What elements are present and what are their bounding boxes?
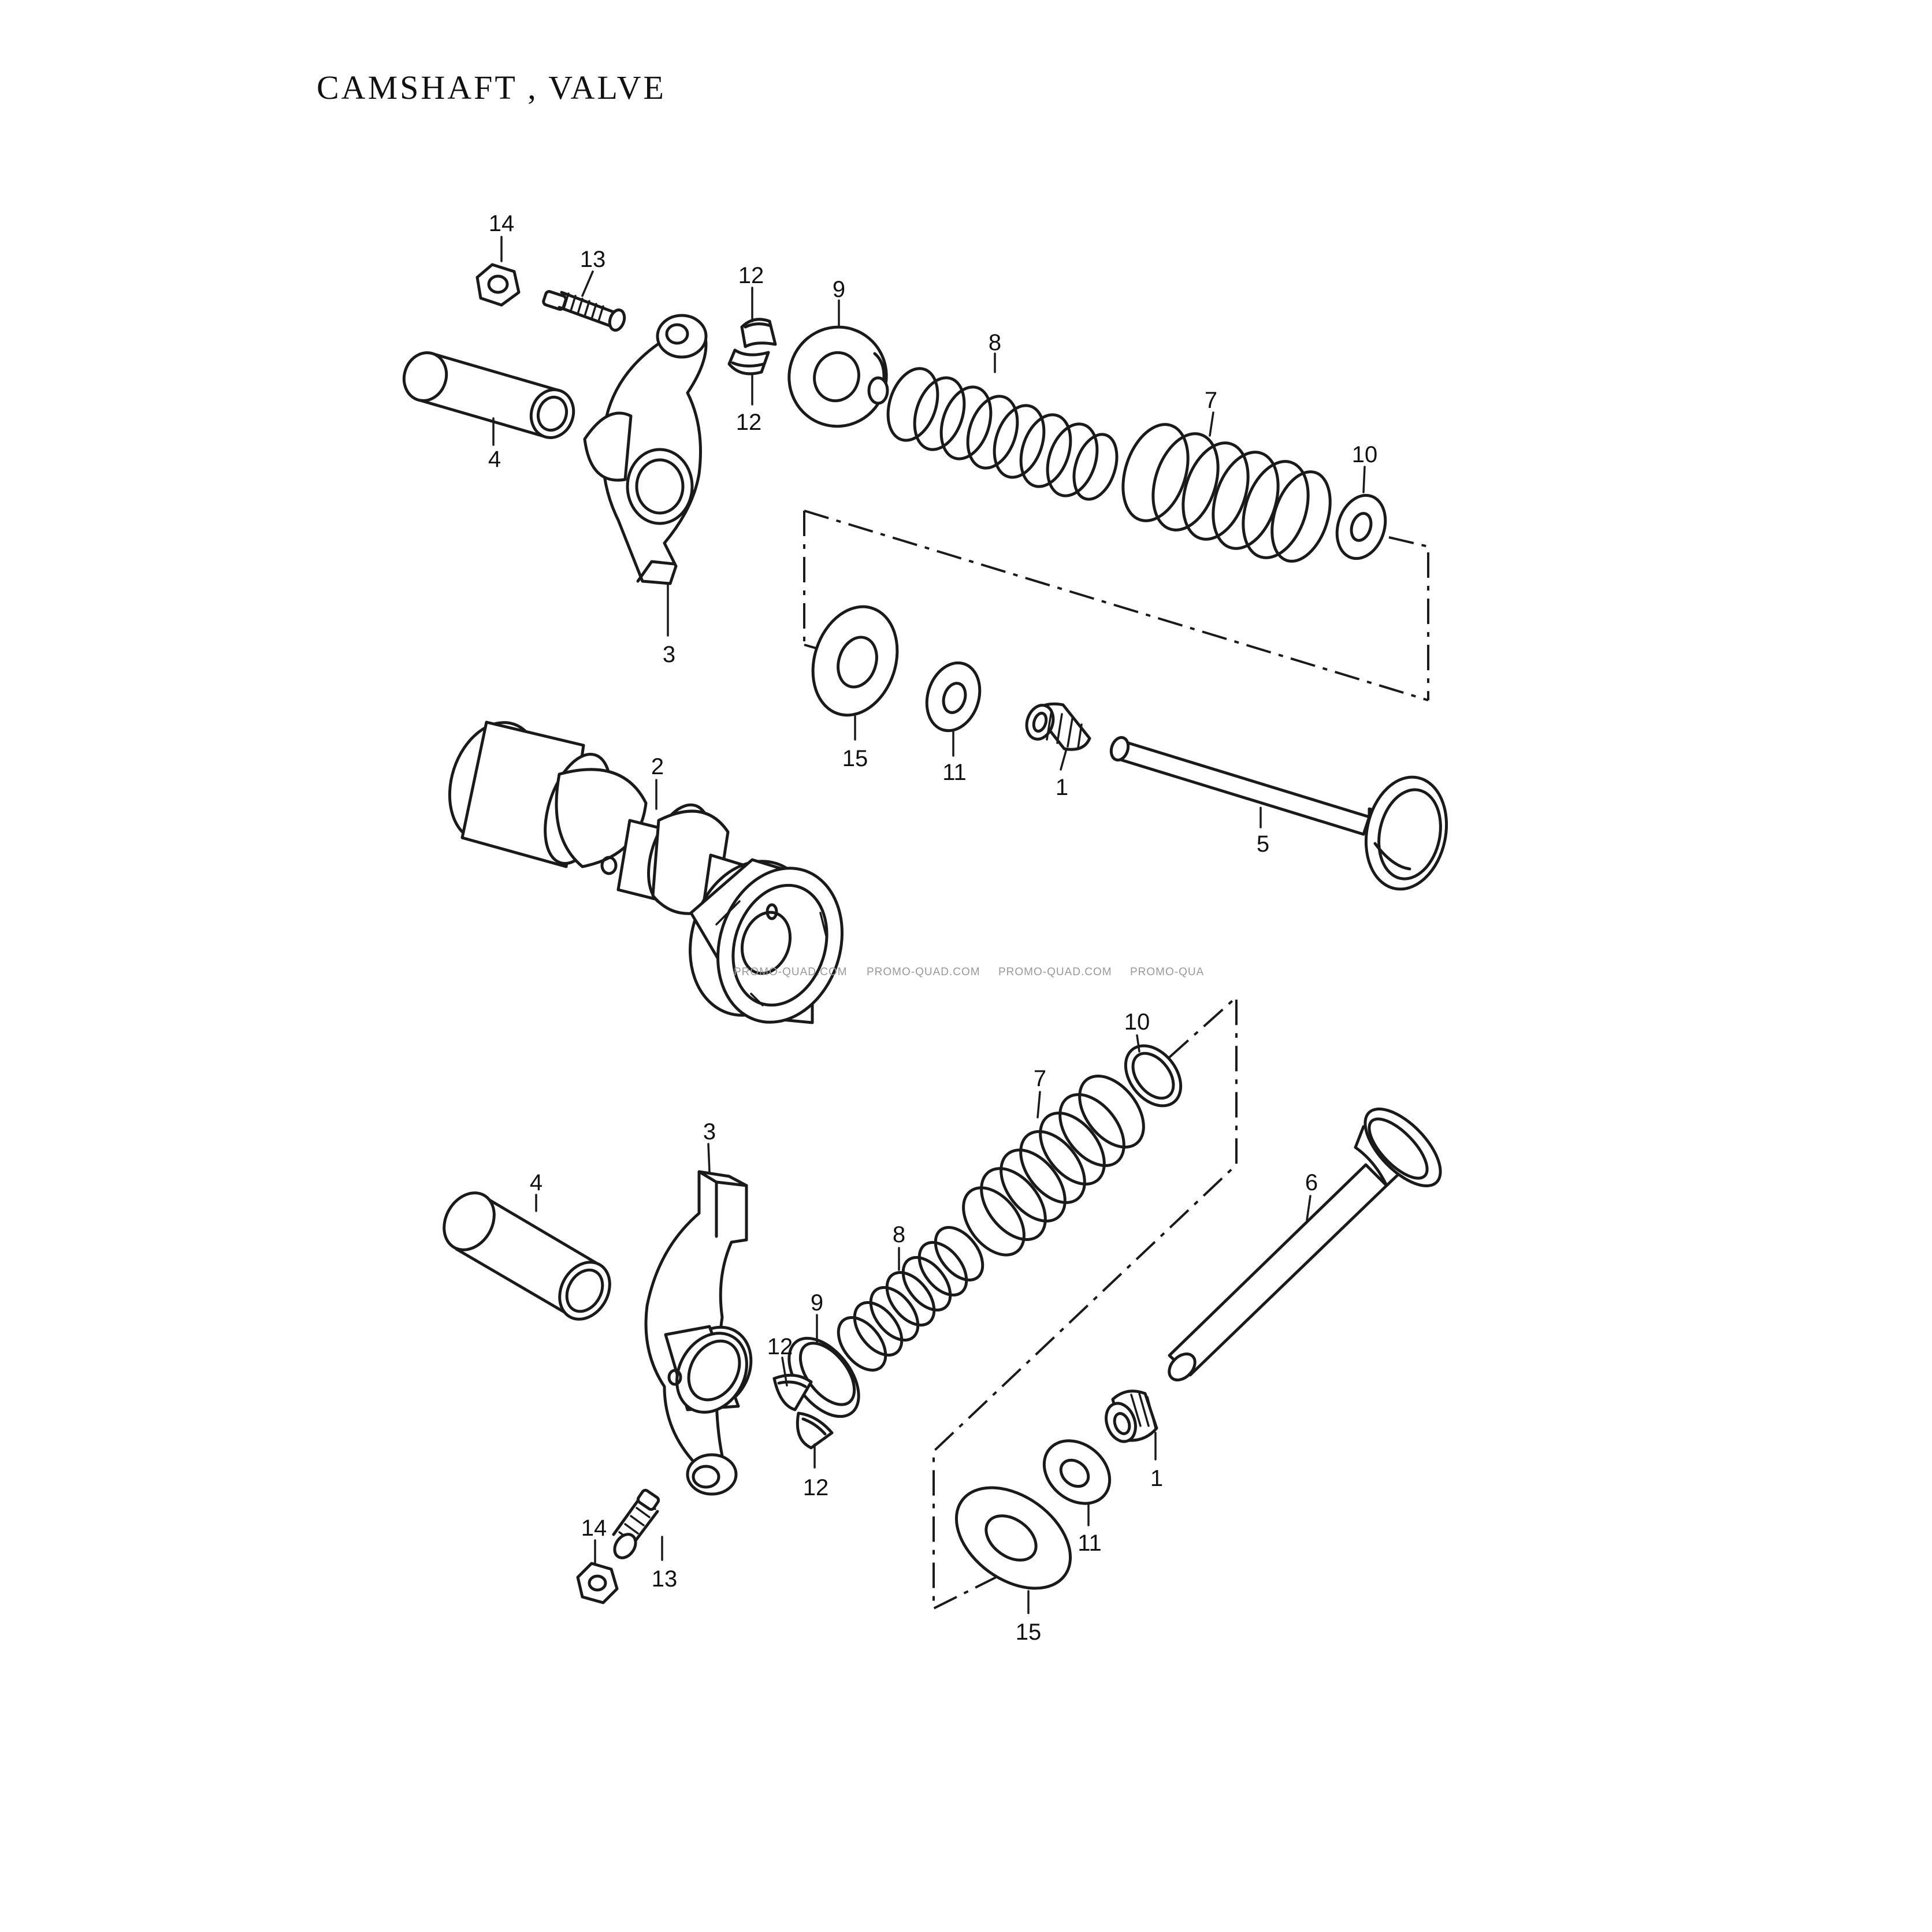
callout-lower-12b: 12: [803, 1475, 829, 1500]
callout-upper-12b: 12: [736, 410, 762, 435]
upper-valve-cotter-12a: [740, 318, 777, 348]
callout-upper-3: 3: [663, 642, 675, 667]
callout-lower-1: 1: [1150, 1466, 1163, 1491]
watermark-text-1: PROMO-QUAD.COM: [734, 966, 848, 978]
callout-upper-5: 5: [1257, 831, 1269, 857]
callout-camshaft-2: 2: [651, 754, 664, 779]
callout-lower-7: 7: [1034, 1066, 1046, 1091]
watermark-text-2: PROMO-QUAD.COM: [867, 966, 980, 978]
callout-upper-7: 7: [1205, 388, 1217, 413]
lower-valve-cotter-12a: [772, 1373, 813, 1411]
callout-upper-4: 4: [488, 447, 501, 472]
callout-numbers: 14 13 12 12 9 8 7 10 4 3 15 11 1 5 2 10 …: [488, 211, 1377, 1645]
camshaft-2: [448, 720, 844, 1024]
watermark-strip: PROMO-QUAD.COM PROMO-QUAD.COM PROMO-QUAD…: [734, 966, 1204, 978]
callout-lower-10: 10: [1124, 1009, 1150, 1035]
lower-assembly-dash-line: [932, 994, 1238, 1611]
upper-nut-14: [475, 263, 521, 307]
callout-upper-1: 1: [1056, 775, 1068, 800]
lower-valve-cotter-12b: [796, 1411, 834, 1450]
callout-upper-14: 14: [489, 211, 515, 236]
callout-upper-12a: 12: [738, 263, 764, 288]
watermark-text-3: PROMO-QUAD.COM: [998, 966, 1112, 978]
lower-exhaust-valve-6: [1168, 1107, 1442, 1381]
lower-spring-seat-15: [954, 1486, 1072, 1590]
callout-lower-3: 3: [703, 1119, 716, 1145]
diagram-title: CAMSHAFT , VALVE: [317, 69, 666, 106]
callout-upper-9: 9: [833, 277, 845, 302]
lower-inner-spring-8: [837, 1226, 984, 1372]
upper-seal-10: [1335, 493, 1387, 560]
callout-lower-15: 15: [1016, 1619, 1042, 1645]
lower-spring-retainer-9: [787, 1336, 860, 1418]
upper-assembly-dash-line: [803, 510, 1429, 701]
leader-lines: [492, 236, 1366, 1614]
watermark-text-4: PROMO-QUA: [1130, 966, 1204, 978]
callout-lower-14: 14: [581, 1515, 607, 1541]
upper-outer-spring-7: [1121, 423, 1332, 563]
upper-stem-seal-1: [1025, 702, 1091, 751]
lower-rocker-arm-3: [644, 1170, 753, 1496]
callout-upper-8: 8: [989, 330, 1001, 355]
callout-upper-10: 10: [1352, 442, 1378, 467]
callout-lower-8: 8: [893, 1222, 905, 1247]
lower-washer-11: [1042, 1439, 1112, 1505]
callout-lower-11: 11: [1078, 1530, 1102, 1556]
callout-lower-9: 9: [811, 1290, 823, 1316]
lower-outer-spring-7: [962, 1075, 1145, 1257]
upper-rocker-shaft-4: [402, 351, 575, 439]
callout-lower-12a: 12: [767, 1334, 793, 1359]
callout-upper-13: 13: [580, 247, 606, 272]
callout-upper-11: 11: [942, 760, 967, 785]
upper-washer-11: [925, 661, 982, 733]
upper-adjusting-screw-13: [542, 290, 626, 332]
callout-lower-6: 6: [1305, 1170, 1318, 1195]
upper-spring-retainer-9: [787, 325, 889, 428]
upper-inner-spring-8: [886, 367, 1119, 501]
lower-adjusting-screw-13: [612, 1488, 660, 1559]
lower-rocker-shaft-4: [443, 1191, 611, 1321]
upper-valve-cotter-12b: [727, 348, 770, 376]
upper-spring-seat-15: [811, 605, 899, 717]
upper-rocker-arm-3: [583, 314, 708, 585]
callout-upper-15: 15: [842, 746, 868, 771]
lower-nut-14: [576, 1562, 619, 1604]
callout-lower-13: 13: [652, 1566, 678, 1592]
upper-intake-valve-5: [1109, 735, 1448, 891]
lower-stem-seal-1: [1105, 1389, 1158, 1443]
callout-lower-4: 4: [530, 1170, 543, 1195]
lower-seal-10: [1124, 1044, 1183, 1108]
